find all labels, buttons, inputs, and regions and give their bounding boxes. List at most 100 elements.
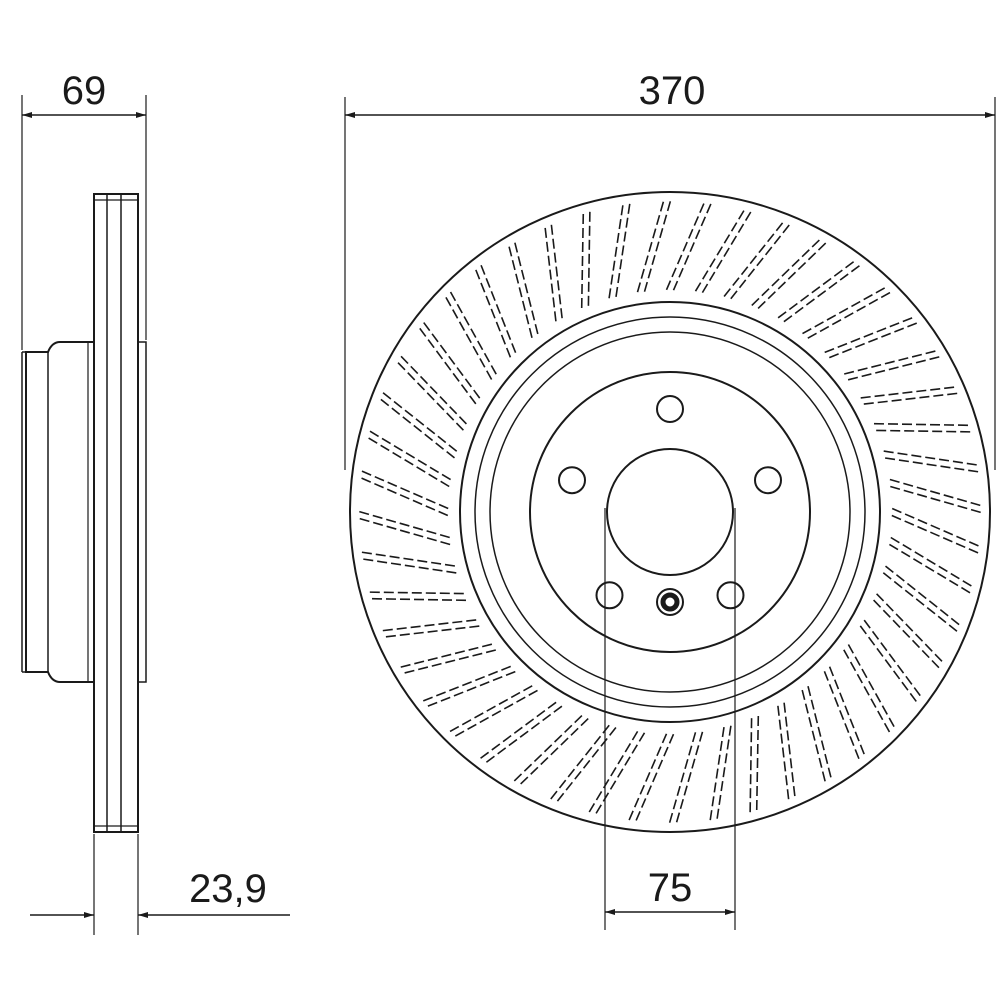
vent-slot-line [675,731,704,824]
vent-slot-line [807,686,833,780]
vent-slot-line [888,543,972,595]
vent-slot-line [634,733,675,823]
vent-slot-line [873,599,941,670]
vent-slot-line [360,551,456,567]
front-view: 370 75 [344,69,996,930]
vent-slot-line [359,476,449,517]
vent-slot-line [757,241,828,309]
vent-slot-line [777,260,856,319]
vent-slot-line [396,360,464,431]
vent-slot-line [807,291,892,339]
vent-slot-line [636,200,665,293]
vent-slot-line [587,210,591,306]
bolt-hole [716,581,745,610]
vent-slot-line [399,354,467,425]
vent-slot-line [828,666,866,756]
vent-slot-line [709,726,725,822]
vent-slot-line [876,429,972,433]
vent-slot-line [824,316,914,354]
vent-slot-line [361,558,457,574]
vent-slot-line [672,202,713,291]
vent-slot-line [449,290,497,375]
vent-slot-line [478,701,557,760]
vent-slot-line [847,644,896,729]
vent-slot-line [549,724,610,801]
vent-slot-line [891,514,980,555]
vent-slot-line [873,422,970,427]
vent-slot-line [889,478,982,507]
hub-profile [25,341,94,683]
bolt-hole [656,395,684,423]
vent-slot-line [580,212,585,309]
vent-slot-line [379,397,455,459]
vent-slot-line [668,732,697,825]
vent-slot-line [518,718,589,786]
vent-slot-line [421,665,511,703]
vent-slot-line [783,702,796,798]
vent-slot-line [418,326,477,405]
vent-slot-line [357,510,450,539]
hub-face-edge [529,371,811,653]
vent-slot-line [876,593,944,664]
vent-slot-line [860,386,956,399]
vent-slot-line [360,469,449,510]
vent-slot-line [512,715,583,783]
vent-slot-line [749,718,753,814]
vent-slot-line [426,670,516,708]
vent-slot-line [507,244,533,338]
vent-slot-line [368,429,452,481]
vent-slot-line [448,685,533,733]
disc-ring-side [93,193,139,833]
vent-slot-line [751,238,822,306]
vent-slot-line [555,727,617,803]
vent-slot-line [368,591,464,595]
locating-screw-hole [656,588,684,616]
dim-label-hub-height: 69 [62,69,107,113]
vent-slot-line [863,392,959,405]
vent-slot-line [608,203,624,299]
disc-outer-edge [349,191,991,833]
vent-slot-line [859,625,918,704]
vent-slot-line [381,391,458,452]
vent-slot-line [801,689,827,783]
vent-slot-line [587,730,639,814]
vent-slot-line [843,649,891,734]
vent-slot-line [755,715,760,812]
vent-slot-line [701,210,753,294]
bolt-hole [558,466,586,495]
vent-slot-line [716,725,732,821]
vent-slot-line [863,619,922,698]
vent-slot-line [474,268,512,358]
dim-label-bolt-pitch: 75 [648,866,693,910]
vent-slot-line [550,223,563,319]
vent-slot-line [399,643,493,669]
vent-slot-line [723,221,785,297]
bolt-holes [558,395,782,610]
vent-slot-line [453,689,538,738]
vent-slot-line [370,597,467,602]
vent-slot-line [402,649,496,675]
vent-slot-line [823,671,861,761]
vent-slot-line [844,349,938,375]
vent-slot-line [665,201,706,291]
vent-slot-line [847,355,941,381]
vent-slot-line [802,286,887,335]
vent-slot-line [883,450,979,466]
vent-slot-line [513,241,539,335]
bolt-hole [595,581,624,610]
vent-slot-line [890,485,983,514]
vent-slot-line [891,507,981,548]
vent-slot-line [882,572,959,633]
vent-slot-line [627,733,668,822]
vent-slot-line [444,295,493,380]
vent-slot-line [484,705,563,764]
vent-slot-line [384,625,480,638]
vent-slot-line [422,320,481,399]
dim-label-outer-diameter: 370 [639,69,706,113]
vent-slot-line [890,536,974,588]
bolt-hole [754,466,782,495]
vent-slot-line [777,705,790,801]
ventilation-slots [357,199,983,825]
vent-slot-line [829,321,919,359]
